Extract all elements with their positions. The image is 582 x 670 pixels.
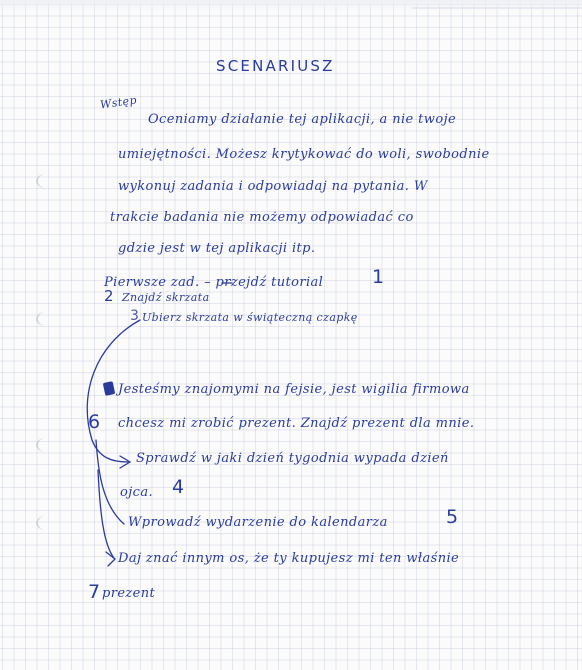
task-number: 7: [88, 581, 101, 603]
page-top-edge: [0, 0, 582, 12]
page-title: SCENARIUSZ: [216, 57, 335, 75]
task-number: 2: [104, 287, 114, 305]
scenario-line: Jesteśmy znajomymi na fejsie, jest wigil…: [118, 382, 470, 397]
arrowhead: [105, 551, 116, 567]
task-line: Pierwsze zad. – przejdź tutorial: [104, 275, 324, 290]
task-number: 6: [88, 411, 101, 433]
connector-arrow-to-task-6: [97, 469, 115, 559]
binder-hole-mark: [36, 438, 56, 452]
task-number: 1: [372, 266, 385, 288]
scenario-line: chcesz mi zrobić prezent. Znajdź prezent…: [118, 416, 475, 431]
intro-line: gdzie jest w tej aplikacji itp.: [118, 241, 316, 256]
task-line: Daj znać innym os, że ty kupujesz mi ten…: [118, 551, 460, 566]
task-line: Znajdź skrzata: [122, 291, 210, 304]
task-line: ojca.: [120, 485, 154, 500]
binder-hole-mark: [36, 174, 56, 188]
task-number: 4: [172, 476, 185, 498]
intro-line: umiejętności. Możesz krytykować do woli,…: [118, 147, 490, 162]
task-number: 5: [446, 506, 459, 528]
connector-arrow-to-task-5: [95, 439, 125, 525]
task-line: Sprawdź w jaki dzień tygodnia wypada dzi…: [136, 451, 449, 466]
intro-label: Wstęp: [99, 93, 138, 112]
intro-line: Oceniamy działanie tej aplikacji, a nie …: [148, 112, 457, 127]
task-number: 3: [130, 308, 140, 324]
task-line: prezent: [102, 586, 156, 601]
scribble-mark: [102, 381, 116, 396]
binder-hole-mark: [36, 516, 56, 530]
task-line: Ubierz skrzata w świąteczną czapkę: [142, 311, 358, 324]
arrowhead: [119, 455, 132, 469]
binder-hole-mark: [36, 312, 56, 326]
task-line: Wprowadź wydarzenie do kalendarza: [128, 515, 388, 530]
intro-line: trakcie badania nie możemy odpowiadać co: [110, 210, 414, 225]
intro-line: wykonuj zadania i odpowiadaj na pytania.…: [118, 179, 428, 194]
